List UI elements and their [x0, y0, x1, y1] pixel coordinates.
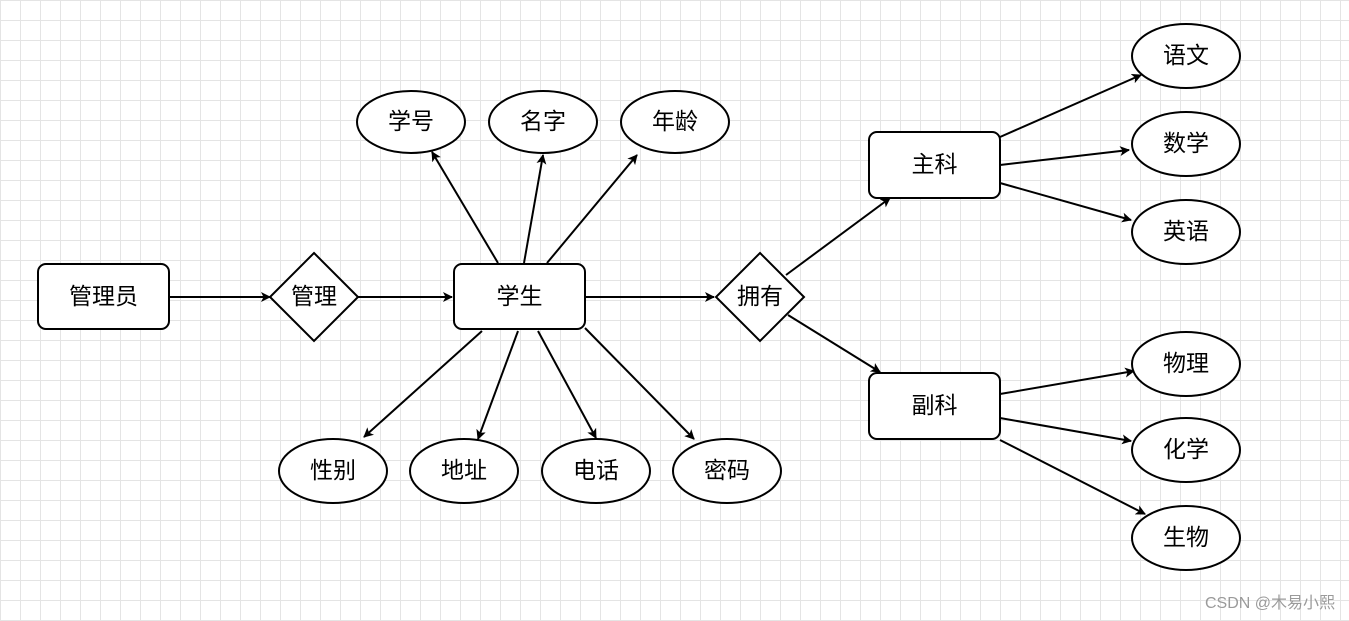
attribute-address[interactable]: 地址	[409, 438, 519, 504]
edge-student-password	[584, 327, 695, 440]
entity-minor[interactable]: 副科	[868, 372, 1001, 440]
attribute-english[interactable]: 英语	[1131, 199, 1241, 265]
entity-major-label: 主科	[912, 152, 958, 178]
watermark-text: CSDN @木易小熙	[1204, 595, 1335, 612]
attribute-password[interactable]: 密码	[672, 438, 782, 504]
attribute-math-label: 数学	[1163, 131, 1209, 157]
edge-student-student-id	[431, 151, 499, 264]
edge-student-name	[523, 154, 547, 264]
relationship-own-label: 拥有	[737, 284, 783, 310]
attribute-student-id-label: 学号	[388, 109, 434, 135]
attribute-gender-label: 性别	[310, 458, 356, 484]
edge-minor-biology	[999, 439, 1146, 515]
attribute-age[interactable]: 年龄	[620, 90, 730, 154]
entity-major[interactable]: 主科	[868, 131, 1001, 199]
edge-own-minor	[787, 314, 881, 373]
entity-student-label: 学生	[497, 284, 543, 310]
attribute-biology-label: 生物	[1163, 525, 1209, 551]
relationship-manage[interactable]: 管理	[268, 251, 360, 343]
attribute-student-id[interactable]: 学号	[356, 90, 466, 154]
relationship-manage-label: 管理	[291, 284, 337, 310]
attribute-gender[interactable]: 性别	[278, 438, 388, 504]
attribute-name-label: 名字	[520, 109, 566, 135]
attribute-math[interactable]: 数学	[1131, 111, 1241, 177]
edges-layer	[170, 74, 1146, 515]
edge-major-chinese	[999, 74, 1142, 138]
edge-own-major	[785, 197, 891, 276]
relationship-own[interactable]: 拥有	[714, 251, 806, 343]
attribute-chinese[interactable]: 语文	[1131, 23, 1241, 89]
attribute-password-label: 密码	[704, 458, 750, 484]
attribute-english-label: 英语	[1163, 219, 1209, 245]
edge-major-math	[999, 146, 1130, 166]
edge-minor-physics	[999, 367, 1135, 395]
edge-student-address	[476, 330, 519, 440]
edge-major-english	[999, 182, 1132, 223]
edge-minor-chemistry	[999, 417, 1132, 445]
attribute-biology[interactable]: 生物	[1131, 505, 1241, 571]
attribute-physics-label: 物理	[1163, 351, 1209, 377]
edge-student-phone	[537, 330, 597, 439]
attribute-chemistry-label: 化学	[1163, 437, 1209, 463]
attribute-phone[interactable]: 电话	[541, 438, 651, 504]
attribute-phone-label: 电话	[573, 458, 619, 484]
entity-student[interactable]: 学生	[453, 263, 586, 330]
attribute-chinese-label: 语文	[1163, 43, 1209, 69]
entity-admin[interactable]: 管理员	[37, 263, 170, 330]
attribute-age-label: 年龄	[652, 109, 698, 135]
entity-admin-label: 管理员	[69, 284, 138, 310]
attribute-name[interactable]: 名字	[488, 90, 598, 154]
attribute-physics[interactable]: 物理	[1131, 331, 1241, 397]
attribute-address-label: 地址	[441, 458, 487, 484]
edge-student-gender	[363, 330, 483, 438]
attribute-chemistry[interactable]: 化学	[1131, 417, 1241, 483]
entity-minor-label: 副科	[912, 393, 958, 419]
edge-student-age	[546, 154, 638, 264]
